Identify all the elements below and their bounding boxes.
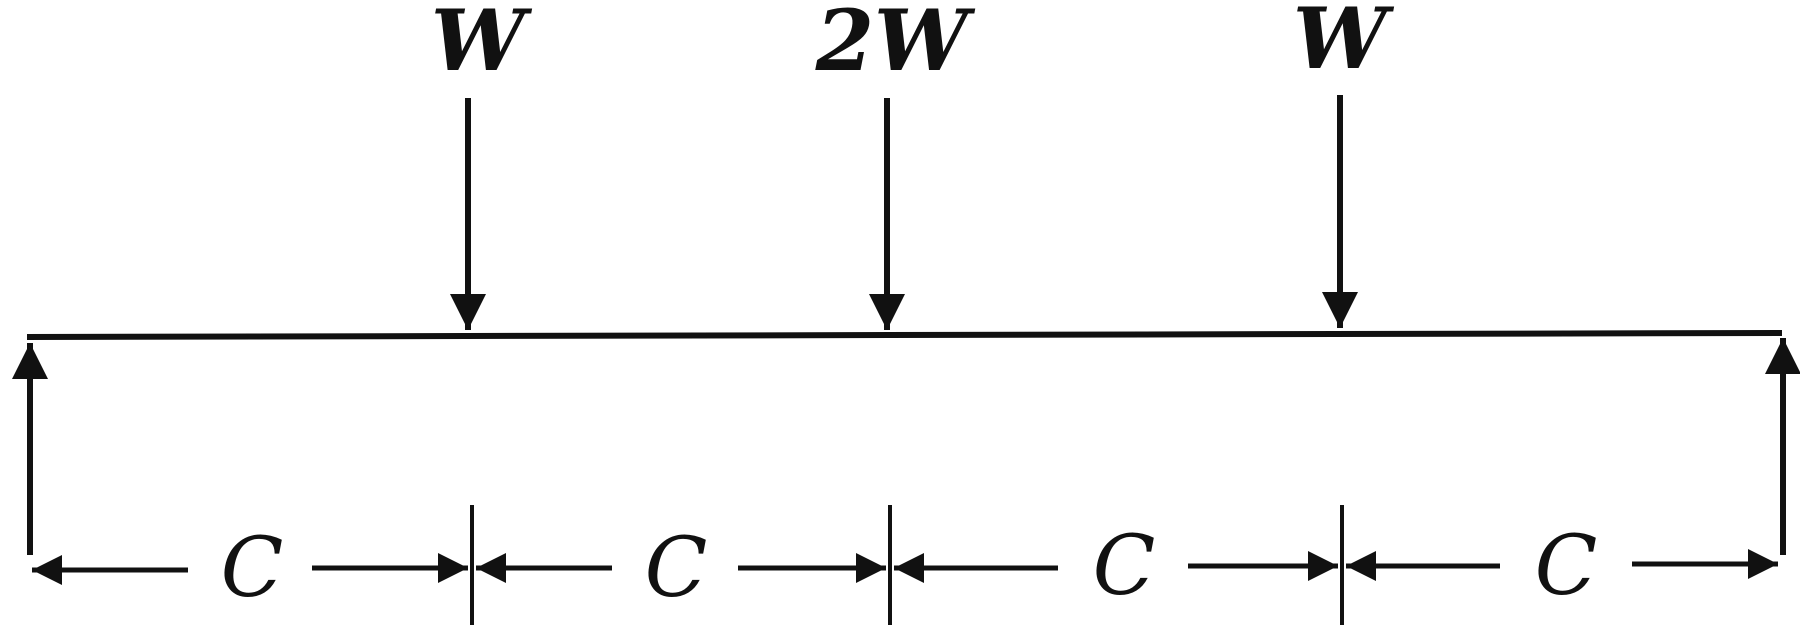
load-label-3: W [1293, 0, 1395, 88]
span-label-2: C [645, 521, 708, 616]
span-label-4: C [1535, 519, 1598, 614]
span-label-3: C [1093, 519, 1156, 614]
load-label-1: W [431, 0, 533, 90]
span-label-1: C [221, 521, 284, 616]
load-label-2: 2W [815, 0, 976, 90]
beam [26, 330, 1783, 340]
